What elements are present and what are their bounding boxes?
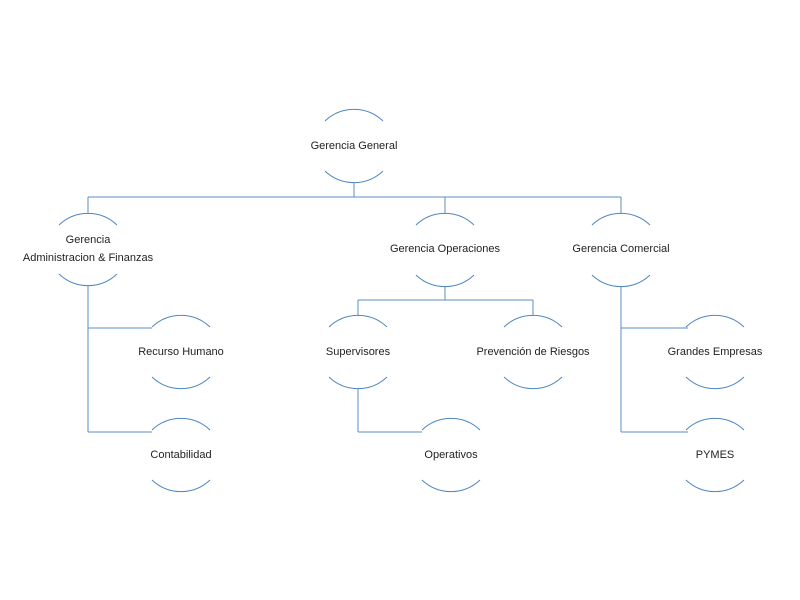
node-label: Gerencia General [311,140,398,152]
node-gerencia-general: Gerencia General [311,108,398,184]
node-bottom-arc [421,479,481,493]
node-bottom-arc [415,274,475,288]
node-recurso-humano: Recurso Humano [138,314,224,390]
node-operativos: Operativos [421,417,481,493]
node-label: Supervisores [326,346,391,358]
node-top-arc [151,314,211,328]
node-top-arc [685,417,745,431]
node-label: Gerencia Operaciones [390,243,501,255]
node-top-arc [58,212,118,226]
node-top-arc [324,108,384,122]
node-label: Contabilidad [150,449,211,461]
node-bottom-arc [151,479,211,493]
node-label-line1: Gerencia [66,234,112,246]
node-label: PYMES [696,449,735,461]
node-top-arc [328,314,388,328]
node-grandes-empresas: Grandes Empresas [668,314,763,390]
node-label: Recurso Humano [138,346,224,358]
node-bottom-arc [58,273,118,287]
node-gerencia-operaciones: Gerencia Operaciones [390,212,501,288]
node-bottom-arc [151,376,211,390]
node-label: Gerencia Comercial [572,243,669,255]
node-bottom-arc [503,376,563,390]
node-gerencia-comercial: Gerencia Comercial [572,212,670,288]
node-bottom-arc [685,376,745,390]
connectors [87,182,688,433]
node-bottom-arc [591,274,651,288]
node-label: Prevención de Riesgos [476,346,590,358]
node-contabilidad: Contabilidad [150,417,212,493]
node-gerencia-admin-finanzas: Gerencia Administracion & Finanzas [23,212,154,287]
node-top-arc [591,212,651,226]
node-top-arc [421,417,481,431]
node-top-arc [151,417,211,431]
node-bottom-arc [328,376,388,390]
node-bottom-arc [685,479,745,493]
node-label: Grandes Empresas [668,346,763,358]
node-top-arc [415,212,475,226]
node-label: Operativos [424,449,478,461]
node-pymes: PYMES [685,417,745,493]
node-prevencion-riesgos: Prevención de Riesgos [476,314,590,390]
node-top-arc [685,314,745,328]
node-bottom-arc [324,170,384,184]
node-label-line2: Administracion & Finanzas [23,252,154,264]
node-top-arc [503,314,563,328]
node-supervisores: Supervisores [326,314,391,390]
